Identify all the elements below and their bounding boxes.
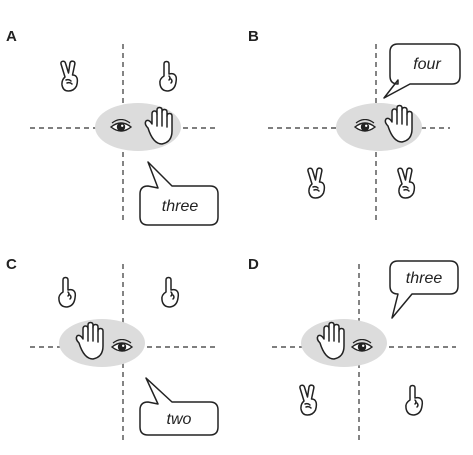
speech-text: two bbox=[167, 411, 192, 428]
panel-d: D three bbox=[236, 228, 472, 455]
panel-label: C bbox=[6, 256, 17, 273]
speech-text: three bbox=[406, 270, 443, 287]
two-finger-hand-icon bbox=[299, 384, 318, 416]
two-finger-hand-icon bbox=[60, 60, 79, 92]
panel-c-drawing: two bbox=[30, 264, 219, 440]
two-finger-hand-icon bbox=[397, 167, 416, 199]
panel-label: D bbox=[248, 256, 259, 273]
speech-bubble: four bbox=[383, 43, 461, 99]
one-finger-hand-icon bbox=[58, 276, 77, 308]
panel-label: A bbox=[6, 28, 17, 45]
panel-a: A three bbox=[0, 0, 236, 227]
speech-bubble: three bbox=[139, 161, 219, 226]
two-finger-hand-icon bbox=[307, 167, 326, 199]
panel-c: C two bbox=[0, 228, 236, 455]
speech-bubble: two bbox=[139, 377, 219, 436]
speech-text: four bbox=[413, 56, 441, 73]
panel-b-drawing: four bbox=[268, 43, 461, 220]
panel-a-drawing: three bbox=[30, 44, 219, 226]
panel-d-drawing: three bbox=[272, 260, 459, 440]
speech-bubble: three bbox=[389, 260, 459, 319]
one-finger-hand-icon bbox=[161, 276, 180, 308]
speech-text: three bbox=[162, 198, 199, 215]
one-finger-hand-icon bbox=[405, 384, 424, 416]
panel-label: B bbox=[248, 28, 259, 45]
one-finger-hand-icon bbox=[159, 60, 178, 92]
panel-b: B four bbox=[236, 0, 472, 227]
